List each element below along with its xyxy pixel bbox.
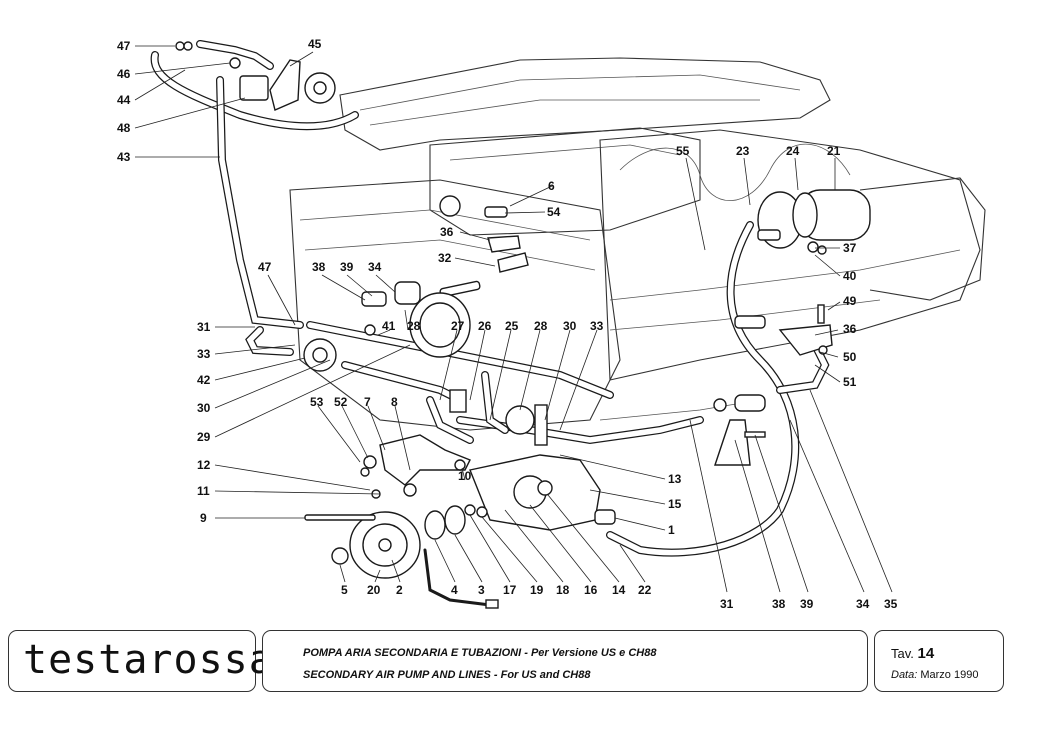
callout: 45 xyxy=(308,37,322,51)
callout: 47 xyxy=(258,260,272,274)
date-value: Marzo 1990 xyxy=(920,669,979,681)
callout: 36 xyxy=(440,225,454,239)
callout: 27 xyxy=(451,319,465,333)
callout: 8 xyxy=(391,395,398,409)
callout: 28 xyxy=(534,319,548,333)
callout: 35 xyxy=(884,597,898,611)
callout: 50 xyxy=(843,350,857,364)
callout: 3 xyxy=(478,583,485,597)
callout: 44 xyxy=(117,93,131,107)
callout: 48 xyxy=(117,121,131,135)
callout: 29 xyxy=(197,430,211,444)
caption-box: POMPA ARIA SECONDARIA E TUBAZIONI - Per … xyxy=(262,630,868,692)
brand-box: testarossa xyxy=(8,630,273,692)
caption-italian: POMPA ARIA SECONDARIA E TUBAZIONI - Per … xyxy=(303,647,657,659)
callout: 55 xyxy=(676,144,690,158)
callout: 41 xyxy=(382,319,396,333)
callout: 46 xyxy=(117,67,131,81)
callout: 34 xyxy=(856,597,870,611)
callout: 51 xyxy=(843,375,857,389)
callout: 39 xyxy=(800,597,814,611)
brand-logo: testarossa xyxy=(23,637,274,683)
callout: 38 xyxy=(772,597,786,611)
callout: 24 xyxy=(786,144,800,158)
callout: 1 xyxy=(668,523,675,537)
date-line: Data: Marzo 1990 xyxy=(891,669,978,681)
exploded-parts-diagram: 47 46 44 48 43 45 55 23 24 21 6 54 36 37… xyxy=(117,37,986,611)
callout: 25 xyxy=(505,319,519,333)
callout: 15 xyxy=(668,497,682,511)
callout: 19 xyxy=(530,583,544,597)
component-parts xyxy=(175,41,871,609)
plate-box: Tav. 14 Data: Marzo 1990 xyxy=(874,630,1004,692)
callout: 32 xyxy=(438,251,452,265)
callout: 33 xyxy=(197,347,211,361)
callout: 37 xyxy=(843,241,857,255)
callout: 16 xyxy=(584,583,598,597)
callout: 12 xyxy=(197,458,211,472)
callout: 6 xyxy=(548,179,555,193)
callout: 11 xyxy=(197,484,210,498)
callout: 17 xyxy=(503,583,517,597)
callout: 9 xyxy=(200,511,207,525)
callout-labels: 47 46 44 48 43 45 55 23 24 21 6 54 36 37… xyxy=(117,37,898,611)
callout: 54 xyxy=(547,205,561,219)
callout: 7 xyxy=(364,395,371,409)
callout: 10 xyxy=(458,469,472,483)
callout: 23 xyxy=(736,144,750,158)
callout: 52 xyxy=(334,395,348,409)
callout: 42 xyxy=(197,373,211,387)
callout: 43 xyxy=(117,150,131,164)
callout: 40 xyxy=(843,269,857,283)
callout: 13 xyxy=(668,472,682,486)
plate-line: Tav. 14 xyxy=(891,645,934,662)
callout: 34 xyxy=(368,260,382,274)
callout: 28 xyxy=(407,319,421,333)
callout: 38 xyxy=(312,260,326,274)
leader-lines xyxy=(134,45,893,593)
callout: 22 xyxy=(638,583,652,597)
callout: 20 xyxy=(367,583,381,597)
callout: 26 xyxy=(478,319,492,333)
callout: 14 xyxy=(612,583,626,597)
callout: 31 xyxy=(720,597,734,611)
caption-english: SECONDARY AIR PUMP AND LINES - For US an… xyxy=(303,669,591,681)
callout: 31 xyxy=(197,320,211,334)
callout: 53 xyxy=(310,395,324,409)
plate-number: 14 xyxy=(917,645,935,662)
callout: 18 xyxy=(556,583,570,597)
callout: 36 xyxy=(843,322,857,336)
callout: 30 xyxy=(197,401,211,415)
plate-label: Tav. xyxy=(891,646,914,661)
callout: 21 xyxy=(827,144,841,158)
date-label: Data: xyxy=(891,669,918,681)
callout: 2 xyxy=(396,583,403,597)
callout: 47 xyxy=(117,39,131,53)
callout: 30 xyxy=(563,319,577,333)
callout: 49 xyxy=(843,294,857,308)
callout: 5 xyxy=(341,583,348,597)
callout: 39 xyxy=(340,260,354,274)
callout: 4 xyxy=(451,583,458,597)
callout: 33 xyxy=(590,319,604,333)
